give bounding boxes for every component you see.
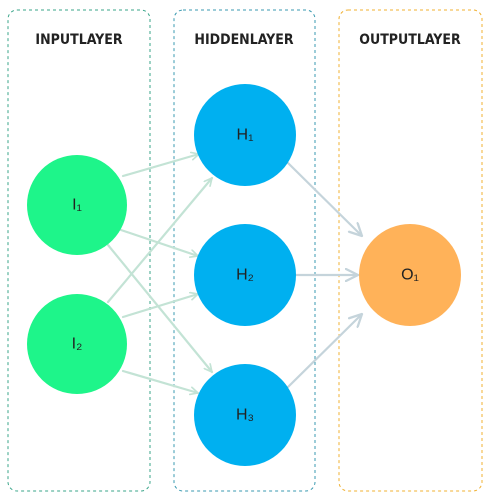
node-h3-circle	[194, 364, 296, 466]
node-h2-circle	[194, 224, 296, 326]
node-h2-label: H₂	[236, 267, 254, 284]
node-h1-circle	[194, 84, 296, 186]
node-h3-label: H₃	[236, 407, 254, 424]
node-h2: H₂	[194, 224, 296, 326]
node-i1: I₁	[27, 155, 127, 255]
edge-i2-h1	[106, 176, 214, 304]
node-h1-label: H₁	[237, 127, 254, 144]
node-i2: I₂	[27, 294, 127, 394]
input-to-hidden-edges	[106, 154, 214, 393]
node-i1-label: I₁	[72, 197, 82, 214]
input-layer-title: INPUTLAYER	[35, 32, 122, 48]
edge-i1-h3	[106, 243, 214, 374]
hidden-to-output-edges	[286, 161, 362, 389]
node-o1-label: O₁	[401, 267, 419, 284]
edge-i1-h1	[121, 154, 201, 178]
edge-i2-h2	[121, 294, 200, 319]
node-i2-circle	[27, 294, 127, 394]
node-h1: H₁	[194, 84, 296, 186]
node-o1-circle	[359, 224, 461, 326]
output-layer-title: OUTPUTLAYER	[359, 32, 461, 48]
nodes: I₁ I₂ H₁ H₂ H₃ O₁	[27, 84, 461, 466]
node-o1: O₁	[359, 224, 461, 326]
output-layer-box	[338, 9, 483, 492]
layer-boxes	[7, 9, 483, 492]
node-i2-label: I₂	[72, 336, 83, 353]
edge-i1-h2	[119, 228, 200, 256]
node-h3: H₃	[194, 364, 296, 466]
edge-h1-o1	[286, 161, 362, 236]
hidden-layer-title: HIDDENLAYER	[194, 32, 293, 48]
node-i1-circle	[27, 155, 127, 255]
hidden-layer-box	[173, 9, 316, 492]
input-layer-box	[7, 9, 151, 492]
edge-h3-o1	[286, 314, 362, 389]
edge-i2-h3	[121, 369, 200, 393]
layer-titles: INPUTLAYER HIDDENLAYER OUTPUTLAYER	[35, 32, 461, 48]
